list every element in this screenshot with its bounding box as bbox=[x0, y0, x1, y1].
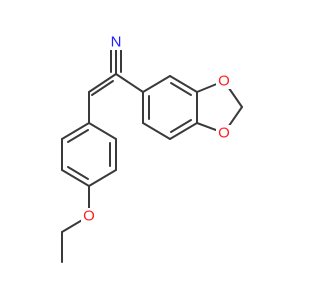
ring-bond bbox=[169, 75, 198, 93]
alkene-linker bbox=[88, 73, 144, 124]
benzodioxole-ring bbox=[142, 75, 198, 140]
atom-ether-o: O bbox=[81, 208, 97, 225]
ring-bond bbox=[61, 122, 90, 140]
ring-bond bbox=[169, 122, 198, 140]
ring-inner-bond bbox=[67, 166, 89, 180]
single-bond bbox=[115, 73, 144, 93]
nitrogen-label: N bbox=[111, 34, 122, 51]
ring-inner-bond bbox=[170, 82, 192, 96]
atom-dioxole-o-bottom: O bbox=[216, 125, 232, 142]
oxygen-label: O bbox=[218, 125, 230, 142]
double-bond-inner bbox=[91, 80, 114, 96]
ethoxyphenyl-ring bbox=[61, 122, 117, 187]
oxygen-label: O bbox=[218, 73, 230, 90]
double-bond-outer bbox=[88, 73, 117, 93]
molecule-structure: N O O O bbox=[61, 34, 243, 263]
atom-nitrile-n: N bbox=[108, 34, 124, 51]
ring-bond bbox=[142, 122, 171, 140]
ring-inner-bond bbox=[170, 119, 192, 133]
nitrile-group bbox=[110, 47, 122, 75]
ring-bond bbox=[142, 75, 171, 93]
ring-inner-bond bbox=[67, 129, 89, 143]
ring-bond bbox=[61, 169, 90, 187]
oxygen-label: O bbox=[83, 208, 95, 225]
ring-bond bbox=[88, 122, 117, 140]
atom-dioxole-o-top: O bbox=[216, 73, 232, 90]
ring-bond bbox=[88, 169, 117, 187]
